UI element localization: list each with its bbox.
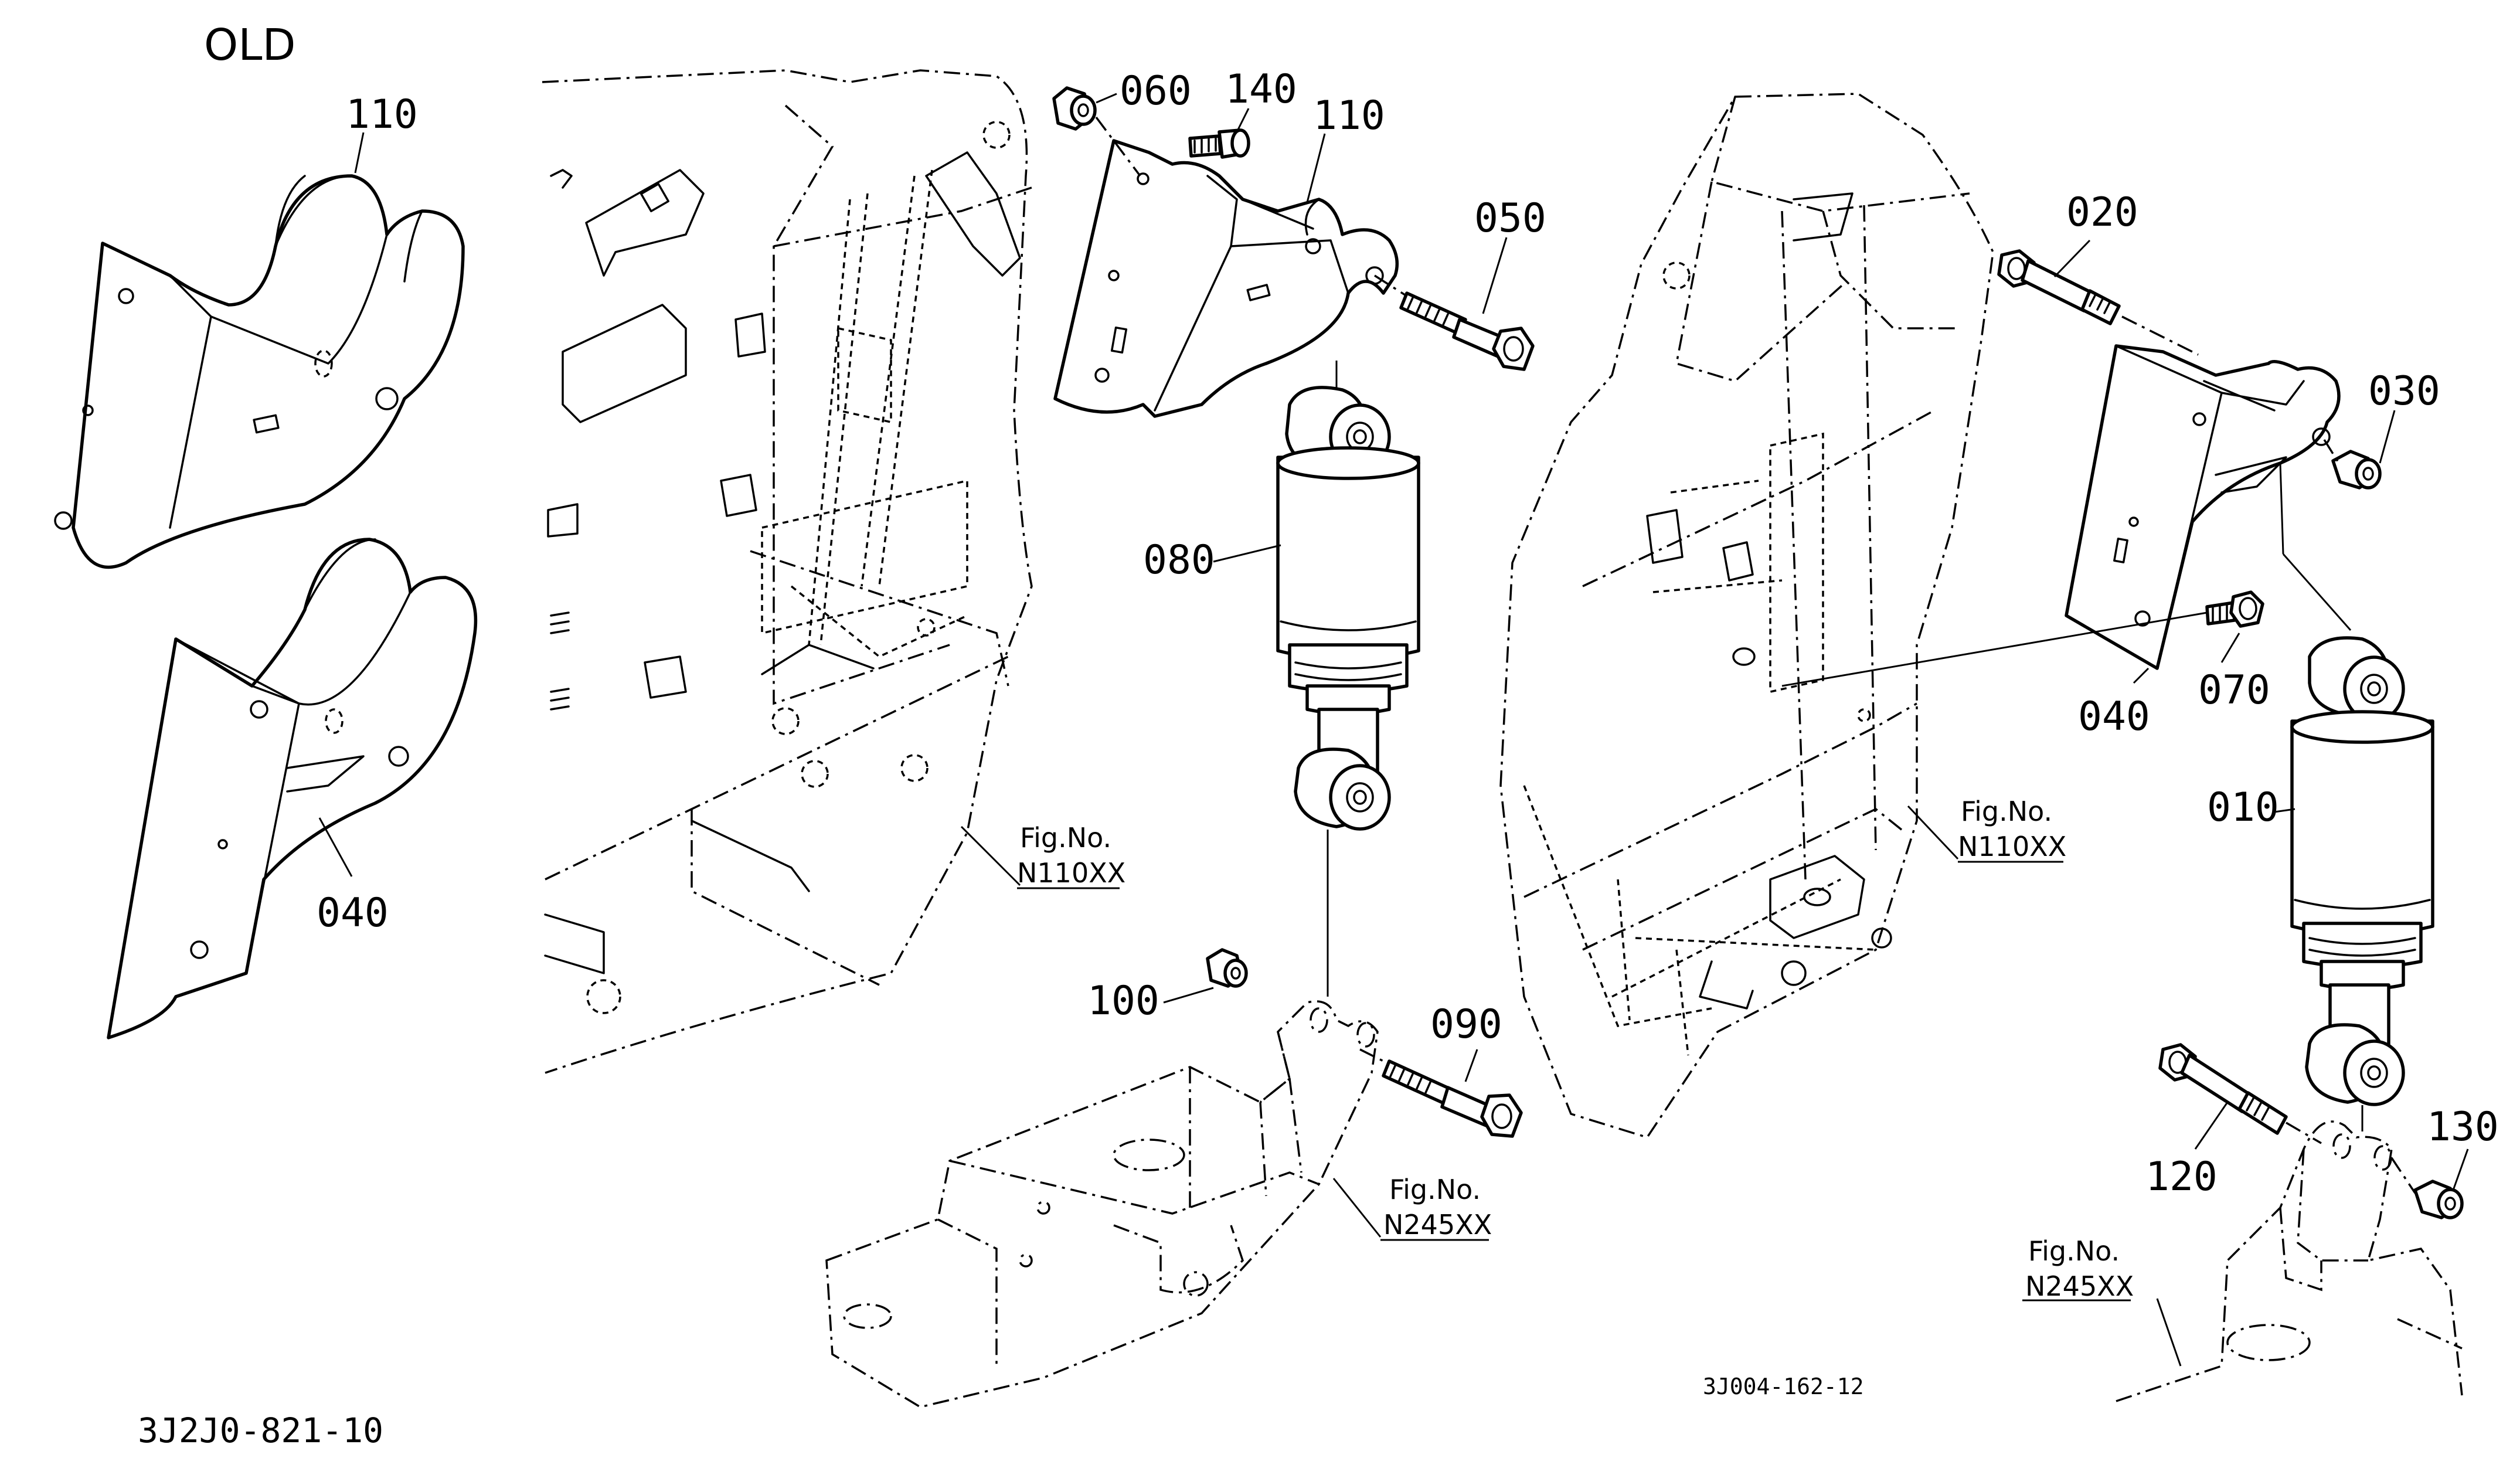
leader-070	[2220, 633, 2240, 663]
callout-120: 120	[2145, 1154, 2218, 1200]
axis-020	[2121, 315, 2199, 356]
fig-ref-mount-right-leader	[2156, 1298, 2182, 1367]
axis-120	[2286, 1122, 2322, 1144]
fig-ref-frame-right-leader	[1907, 805, 1959, 860]
ref-line-030-diag	[2282, 553, 2352, 631]
leader-010	[2274, 808, 2295, 813]
fig-ref-mount-left-line2: N245XX	[1383, 1209, 1492, 1241]
callout-070: 070	[2198, 667, 2270, 713]
leader-060	[1096, 93, 1117, 104]
fig-ref-frame-left-leader	[960, 825, 1021, 886]
diagram-code: 3J2J0-821-10	[138, 1411, 383, 1450]
leader-030	[2379, 410, 2396, 464]
bolt-020	[1997, 249, 2121, 325]
lower-mount-left	[825, 1000, 1379, 1408]
shock-absorber-080	[1276, 386, 1420, 831]
bracket-110	[1053, 139, 1399, 418]
bolt-140	[1188, 128, 1250, 159]
leader-080	[1213, 544, 1281, 563]
leader-100	[1163, 987, 1214, 1004]
nut-060	[1052, 86, 1097, 131]
leader-140	[1236, 108, 1250, 132]
callout-040-old: 040	[317, 890, 389, 936]
bolt-090	[1382, 1059, 1523, 1138]
fig-ref-mount-left: Fig.No. N245XX	[1332, 1174, 1492, 1241]
callout-140: 140	[1225, 66, 1297, 113]
axis-050	[1374, 274, 1407, 297]
callout-010: 010	[2207, 784, 2279, 831]
fig-ref-mount-right-line2: N245XX	[2025, 1270, 2134, 1302]
fig-ref-frame-right: Fig.No. N110XX	[1907, 796, 2066, 863]
leader-130	[2452, 1148, 2469, 1191]
bracket-040-old	[107, 538, 478, 1039]
callout-100: 100	[1087, 978, 1159, 1024]
leader-110-old	[354, 132, 365, 174]
callout-030: 030	[2368, 368, 2440, 414]
ref-line-030-down	[2279, 463, 2284, 555]
fig-ref-frame-right-line2: N110XX	[1958, 831, 2066, 862]
callout-110-old: 110	[346, 91, 418, 138]
old-variant-group: OLD 110 040	[54, 20, 478, 1039]
fig-ref-frame-left: Fig.No. N110XX	[960, 822, 1125, 889]
bracket-040	[2065, 344, 2341, 670]
callout-060: 060	[1120, 68, 1192, 114]
fig-ref-mount-left-line1: Fig.No.	[1389, 1174, 1481, 1205]
leader-020	[2053, 239, 2091, 278]
fig-ref-frame-left-line2: N110XX	[1017, 857, 1125, 889]
axis-060	[1095, 116, 1141, 177]
cab-frame-right	[1499, 93, 1994, 1139]
leader-050	[1482, 237, 1508, 314]
callout-080: 080	[1143, 537, 1215, 583]
fig-ref-mount-right-line1: Fig.No.	[2028, 1235, 2120, 1267]
fig-ref-frame-right-line1: Fig.No.	[1961, 796, 2052, 827]
bolt-070	[2205, 590, 2264, 628]
callout-020: 020	[2066, 189, 2138, 236]
axis-130	[2390, 1157, 2416, 1194]
leader-040-old	[318, 817, 353, 877]
fig-ref-frame-left-line1: Fig.No.	[1020, 822, 1111, 854]
leader-110	[1306, 133, 1326, 203]
nut-130	[2413, 1180, 2464, 1219]
fig-ref-mount-right: Fig.No. N245XX	[2022, 1235, 2182, 1367]
shock-absorber-010	[2290, 636, 2434, 1106]
ref-line-070	[1781, 611, 2208, 687]
lower-mount-right	[2116, 1120, 2463, 1402]
callout-050: 050	[1474, 195, 1546, 242]
bolt-050	[1399, 291, 1535, 371]
nut-100	[1206, 948, 1248, 988]
cab-frame-left	[542, 69, 1033, 1074]
axis-030	[2323, 439, 2340, 464]
callout-040: 040	[2078, 694, 2150, 740]
leader-120	[2194, 1102, 2229, 1150]
bracket-110-old	[54, 174, 465, 569]
leader-040	[2133, 667, 2150, 684]
nut-030	[2331, 450, 2382, 490]
leader-090	[1464, 1049, 1478, 1082]
callout-110: 110	[1313, 93, 1385, 139]
drawing-code: 3J004-162-12	[1703, 1374, 1864, 1399]
bolt-120	[2158, 1043, 2288, 1135]
callout-130: 130	[2427, 1104, 2499, 1150]
old-variant-label: OLD	[204, 20, 295, 70]
callout-090: 090	[1430, 1001, 1502, 1048]
fig-ref-mount-left-leader	[1332, 1178, 1382, 1238]
